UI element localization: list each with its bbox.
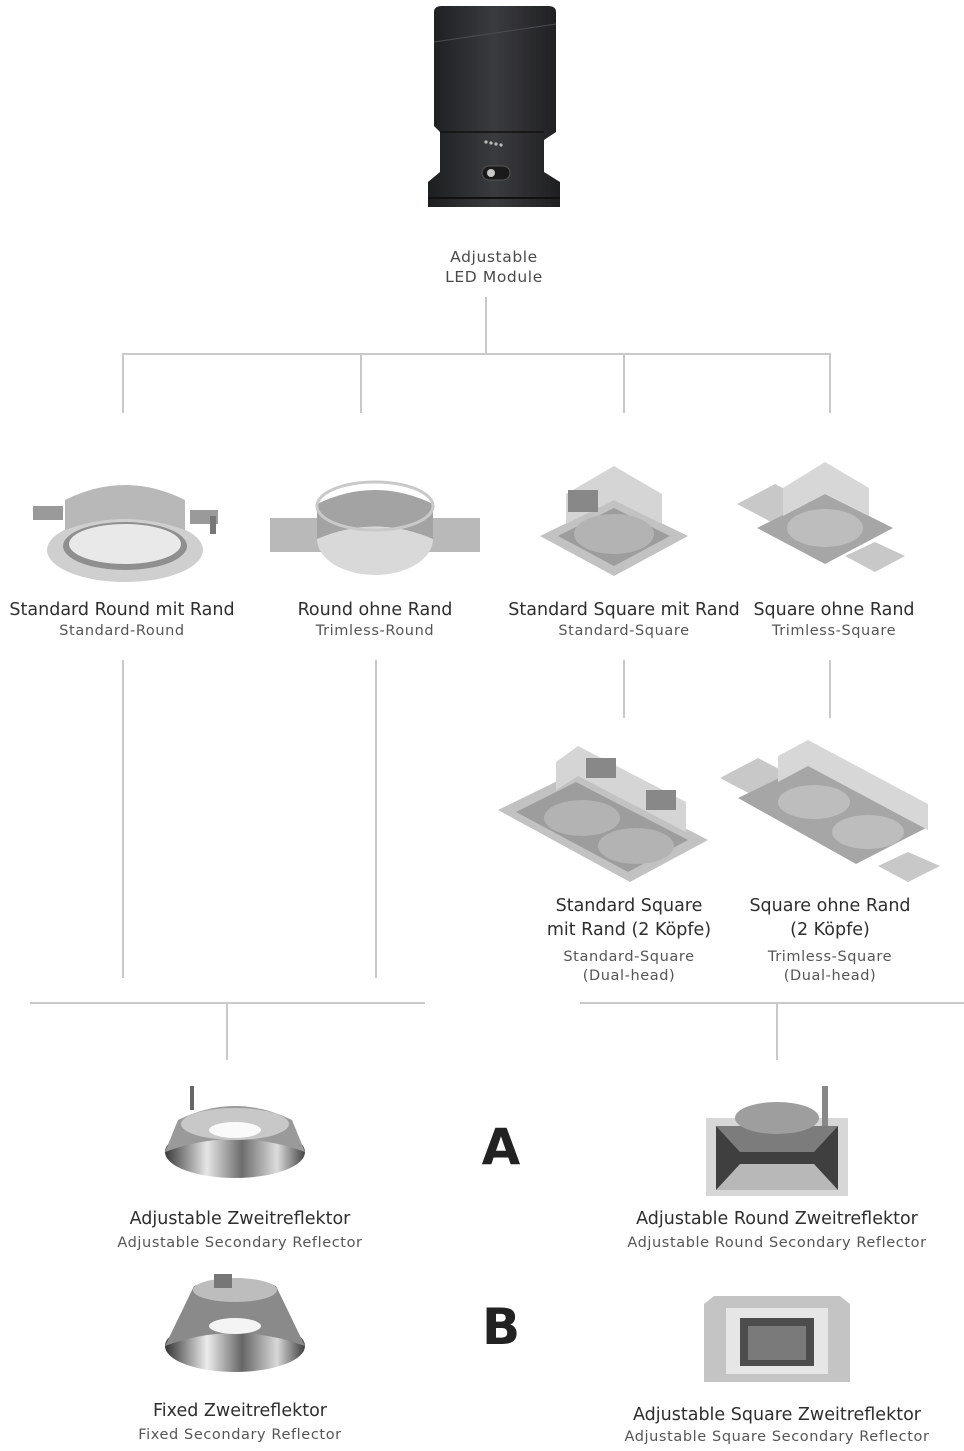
housing-en-standard-round: Standard-Round xyxy=(59,623,185,639)
housing-en-standard-square: Standard-Square xyxy=(558,623,690,639)
connector-line xyxy=(360,353,362,413)
connector-line xyxy=(122,660,124,978)
connector-line xyxy=(375,660,377,978)
connector-line xyxy=(829,353,831,413)
reflector-label-a-left: Adjustable Zweitreflektor Adjustable Sec… xyxy=(70,1207,410,1253)
dual-de-trimless-square-line1: Square ohne Rand xyxy=(749,896,911,916)
dual-en-trimless-square-line1: Trimless-Square xyxy=(767,949,893,965)
housing-de-trimless-round: Round ohne Rand xyxy=(297,600,453,620)
adjustable-round-secondary-reflector-image xyxy=(706,1086,848,1196)
standard-square-housing-image xyxy=(540,466,688,576)
connector-line xyxy=(580,1002,964,1004)
dual-de-standard-square-line1: Standard Square xyxy=(555,896,703,916)
reflector-de-b-right: Adjustable Square Zweitreflektor xyxy=(633,1405,921,1425)
housing-en-trimless-square: Trimless-Square xyxy=(771,623,897,639)
reflector-label-b-right: Adjustable Square Zweitreflektor Adjusta… xyxy=(590,1403,964,1447)
housing-de-standard-round: Standard Round mit Rand xyxy=(9,600,235,620)
standard-square-dual-head-image xyxy=(498,746,708,882)
reflector-en-b-right: Adjustable Square Secondary Reflector xyxy=(624,1429,930,1445)
option-letter-b: B xyxy=(481,1298,521,1356)
connector-line xyxy=(829,660,831,718)
connector-line xyxy=(776,1002,778,1060)
housing-de-standard-square: Standard Square mit Rand xyxy=(508,600,740,620)
reflector-label-b-left: Fixed Zweitreflektor Fixed Secondary Ref… xyxy=(70,1399,410,1445)
led-module-label-line1: Adjustable xyxy=(450,248,538,266)
dual-de-standard-square-line2: mit Rand (2 Köpfe) xyxy=(546,920,712,940)
dual-de-trimless-square-line2: (2 Köpfe) xyxy=(790,920,870,940)
housing-label-trimless-square: Square ohne Rand Trimless-Square xyxy=(746,598,922,641)
standard-round-housing-image xyxy=(33,485,218,582)
dual-label-trimless-square: Square ohne Rand (2 Köpfe) Trimless-Squa… xyxy=(730,894,930,986)
led-module-label: Adjustable LED Module xyxy=(394,247,594,287)
option-letter-a: A xyxy=(481,1118,521,1176)
connector-line xyxy=(122,353,831,355)
housing-label-trimless-round: Round ohne Rand Trimless-Round xyxy=(265,598,485,641)
connector-line xyxy=(226,1002,228,1060)
connector-line xyxy=(122,353,124,413)
trimless-round-housing-image xyxy=(270,480,480,575)
reflector-de-a-right: Adjustable Round Zweitreflektor xyxy=(636,1209,918,1229)
dual-label-standard-square: Standard Square mit Rand (2 Köpfe) Stand… xyxy=(514,894,744,986)
trimless-square-dual-head-image xyxy=(720,740,940,882)
adjustable-secondary-reflector-image xyxy=(165,1086,305,1178)
connector-line xyxy=(623,660,625,718)
dual-en-standard-square-line1: Standard-Square xyxy=(563,949,695,965)
reflector-en-a-right: Adjustable Round Secondary Reflector xyxy=(627,1235,927,1251)
led-module-label-line2: LED Module xyxy=(445,268,543,286)
fixed-secondary-reflector-image xyxy=(165,1274,305,1372)
reflector-de-b-left: Fixed Zweitreflektor xyxy=(153,1401,327,1421)
housing-label-standard-square: Standard Square mit Rand Standard-Square xyxy=(504,598,744,641)
connector-line xyxy=(485,297,487,355)
housing-en-trimless-round: Trimless-Round xyxy=(315,623,435,639)
led-module-image xyxy=(428,6,560,207)
housing-label-standard-round: Standard Round mit Rand Standard-Round xyxy=(0,598,244,641)
dual-en-trimless-square-line2: (Dual-head) xyxy=(783,968,877,984)
housing-de-trimless-square: Square ohne Rand xyxy=(753,600,915,620)
dual-en-standard-square-line2: (Dual-head) xyxy=(582,968,676,984)
reflector-en-a-left: Adjustable Secondary Reflector xyxy=(117,1235,363,1251)
reflector-label-a-right: Adjustable Round Zweitreflektor Adjustab… xyxy=(590,1207,964,1253)
adjustable-square-secondary-reflector-image xyxy=(704,1296,850,1382)
trimless-square-housing-image xyxy=(737,462,905,572)
reflector-de-a-left: Adjustable Zweitreflektor xyxy=(129,1209,351,1229)
reflector-en-b-left: Fixed Secondary Reflector xyxy=(138,1427,342,1443)
connector-line xyxy=(623,353,625,413)
